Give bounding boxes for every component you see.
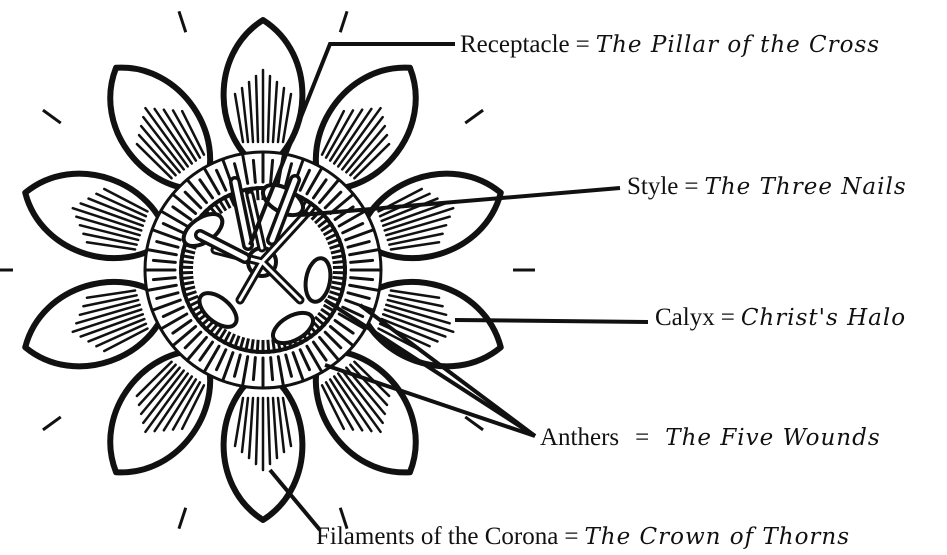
label-receptacle: Receptacle=The Pillar of the Cross	[460, 30, 880, 60]
corona-filament	[271, 358, 273, 380]
sepal-tip	[43, 417, 61, 430]
sepal-tip	[340, 11, 347, 32]
fringe-stroke	[179, 277, 193, 278]
sepal-tip	[43, 110, 61, 123]
corona-filament	[153, 278, 175, 280]
fringe-stroke	[268, 340, 269, 354]
label-style: Style= The Three Nails	[627, 172, 907, 202]
label-calyx-eq: =	[721, 304, 735, 331]
sepal-tip	[179, 11, 186, 32]
corona-filament	[351, 260, 373, 262]
corona-filament	[351, 278, 373, 280]
fringe-stroke	[251, 339, 253, 353]
label-filaments-term: Filaments of the Corona	[316, 523, 558, 550]
label-filaments-meaning: The Crown of Thorns	[584, 524, 850, 550]
corona-filament	[271, 160, 273, 182]
label-calyx: Calyx=Christ's Halo	[655, 303, 906, 333]
label-style-eq: =	[684, 173, 698, 200]
label-receptacle-meaning: The Pillar of the Cross	[596, 32, 880, 58]
leader-calyx	[455, 320, 648, 322]
label-style-term: Style	[627, 173, 678, 200]
corona-filament	[153, 260, 175, 262]
fringe-stroke	[333, 277, 347, 278]
fringe-stroke	[333, 261, 347, 262]
corona-filament	[253, 358, 255, 380]
label-anthers-eq: =	[635, 424, 649, 451]
sepal-tip	[179, 508, 186, 529]
label-filaments-eq: =	[564, 523, 578, 550]
label-anthers: Anthers = The Five Wounds	[540, 423, 881, 453]
label-style-meaning: The Three Nails	[705, 174, 907, 200]
fringe-stroke	[179, 261, 193, 262]
corona-filament	[253, 160, 255, 182]
label-calyx-meaning: Christ's Halo	[741, 305, 906, 331]
fringe-stroke	[257, 186, 258, 200]
sepal-tip	[465, 110, 483, 123]
label-anthers-meaning: The Five Wounds	[665, 425, 880, 451]
label-receptacle-eq: =	[576, 31, 590, 58]
label-filaments: Filaments of the Corona=The Crown of Tho…	[316, 522, 850, 552]
fringe-stroke	[257, 340, 258, 354]
label-anthers-term: Anthers	[540, 424, 619, 451]
label-receptacle-term: Receptacle	[460, 31, 570, 58]
label-calyx-term: Calyx	[655, 304, 715, 331]
